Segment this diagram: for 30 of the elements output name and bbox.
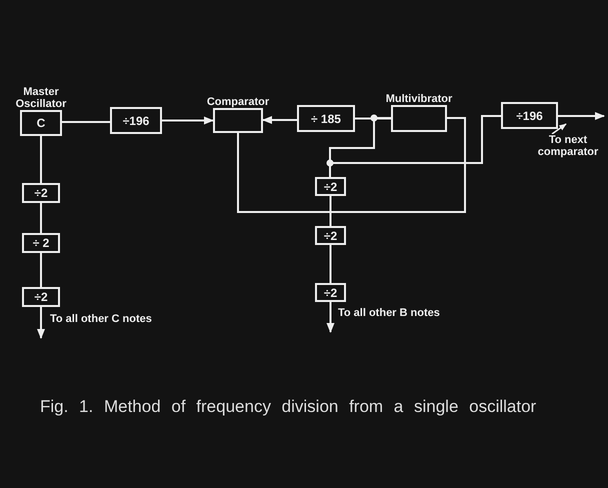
block-label: ÷196 (122, 114, 150, 128)
arrow (326, 302, 334, 333)
block-label: ÷2 (324, 180, 338, 194)
arrow (37, 307, 45, 339)
block-label: ÷ 185 (311, 112, 341, 126)
block-label: ÷2 (34, 290, 48, 304)
block-label: ÷2 (324, 228, 338, 242)
connector-line (40, 136, 42, 183)
arrow (162, 116, 214, 124)
arrow (262, 116, 297, 124)
connector-line (355, 118, 391, 120)
connector-line (40, 253, 42, 287)
block-heading: Multivibrator (384, 93, 454, 105)
block-label: ÷2 (324, 286, 338, 300)
connector-line (330, 245, 332, 283)
block-label: ÷ 2 (32, 236, 50, 250)
arrow (558, 112, 605, 120)
edge-label: To all other B notes (338, 307, 440, 319)
edge-label: To all other C notes (50, 313, 152, 325)
connector-line (62, 121, 110, 123)
block-label: ÷2 (34, 186, 48, 200)
connector-line (329, 115, 501, 164)
connector-line (40, 203, 42, 233)
connector-line (237, 117, 466, 213)
figure-caption: Fig. 1. Method of frequency division from a single oscillator (40, 396, 538, 417)
connector-line (330, 196, 332, 226)
block-heading: Comparator (206, 96, 270, 108)
block-heading: Master Oscillator (14, 86, 68, 110)
block-label: C (36, 116, 46, 130)
block-label: ÷196 (516, 108, 543, 122)
